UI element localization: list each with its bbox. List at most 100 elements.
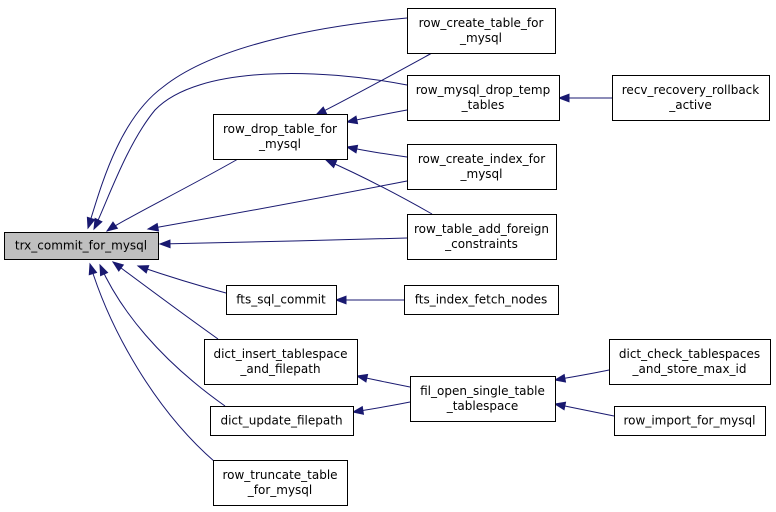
edge-row_import_for_mysql-to-fil_open_single_table_tablespace (553, 401, 615, 417)
node-row_drop_table_for_mysql[interactable]: row_drop_table_for_mysql (213, 114, 348, 160)
node-dict_check_tablespaces_and_store_max_id[interactable]: dict_check_tablespaces_and_store_max_id (609, 339, 771, 385)
arrowhead-icon (334, 295, 347, 305)
arrowhead-icon (324, 159, 338, 169)
node-box (407, 8, 556, 54)
edge-row_create_table_for_mysql-to-trx_commit_for_mysql (86, 17, 408, 230)
nodes-layer: trx_commit_for_mysqlrow_drop_table_for_m… (4, 8, 771, 506)
arrowhead-icon (99, 263, 109, 277)
node-label: row_truncate_table (222, 468, 337, 482)
edge-row_truncate_table_for_mysql-to-trx_commit_for_mysql (88, 262, 216, 463)
edge-fil_open_single_table_tablespace-to-dict_update_filepath (351, 401, 411, 415)
node-row_table_add_foreign_constraints[interactable]: row_table_add_foreign_constraints (407, 214, 557, 260)
node-row_truncate_table_for_mysql[interactable]: row_truncate_table_for_mysql (213, 460, 348, 506)
node-box (226, 285, 337, 315)
node-label: _tables (461, 98, 505, 112)
node-dict_insert_tablespace_and_filepath[interactable]: dict_insert_tablespace_and_filepath (204, 339, 358, 385)
node-label: dict_insert_tablespace (213, 347, 347, 361)
node-box (410, 376, 556, 422)
node-box (4, 232, 159, 260)
edge-fts_sql_commit-to-trx_commit_for_mysql (136, 265, 227, 294)
node-row_create_table_for_mysql[interactable]: row_create_table_for_mysql (407, 8, 556, 54)
edge-dict_insert_tablespace_and_filepath-to-trx_commit_for_mysql (111, 261, 219, 340)
edges-layer (86, 17, 615, 463)
node-box (407, 144, 557, 190)
node-label: fts_index_fetch_nodes (415, 293, 548, 307)
node-fts_index_fetch_nodes[interactable]: fts_index_fetch_nodes (404, 285, 559, 315)
edge-row_mysql_drop_temp_tables-to-trx_commit_for_mysql (93, 72, 408, 231)
node-label: _active (668, 98, 711, 112)
edge-row_create_index_for_mysql-to-trx_commit_for_mysql (146, 180, 408, 232)
node-dict_update_filepath[interactable]: dict_update_filepath (210, 406, 354, 436)
node-recv_recovery_rollback_active[interactable]: recv_recovery_rollback_active (612, 75, 770, 121)
arrowhead-icon (553, 401, 567, 411)
edge-line (106, 158, 239, 232)
node-label: _and_filepath (239, 362, 320, 376)
edge-recv_recovery_rollback_active-to-row_mysql_drop_temp_tables (557, 93, 612, 103)
node-label: recv_recovery_rollback (622, 83, 760, 97)
node-label: fil_open_single_table (420, 384, 545, 398)
node-label: dict_update_filepath (220, 414, 342, 428)
edge-row_mysql_drop_temp_tables-to-row_drop_table_for_mysql (345, 109, 408, 125)
node-label: _mysql (459, 31, 502, 45)
node-trx_commit_for_mysql[interactable]: trx_commit_for_mysql (4, 232, 159, 260)
edge-row_drop_table_for_mysql-to-trx_commit_for_mysql (105, 158, 239, 232)
node-label: _tablespace (446, 399, 519, 413)
arrowhead-icon (158, 239, 171, 249)
edge-dict_check_tablespaces_and_store_max_id-to-fil_open_single_table_tablespace (553, 369, 610, 383)
edge-fil_open_single_table_tablespace-to-dict_insert_tablespace_and_filepath (355, 373, 411, 388)
node-fil_open_single_table_tablespace[interactable]: fil_open_single_table_tablespace (410, 376, 556, 422)
node-label: fts_sql_commit (236, 293, 326, 307)
edge-row_table_add_foreign_constraints-to-trx_commit_for_mysql (158, 237, 408, 249)
edge-line (315, 52, 433, 116)
node-row_import_for_mysql[interactable]: row_import_for_mysql (614, 406, 766, 436)
node-box (614, 406, 766, 436)
node-box (609, 339, 771, 385)
arrowhead-icon (355, 373, 369, 383)
node-box (612, 75, 770, 121)
arrowhead-icon (136, 265, 150, 274)
arrowhead-icon (93, 217, 103, 231)
edge-line (99, 264, 226, 407)
edge-line (147, 180, 408, 230)
node-box (213, 114, 348, 160)
edge-row_table_add_foreign_constraints-to-row_drop_table_for_mysql (324, 159, 433, 215)
edge-line (112, 261, 219, 340)
arrowhead-icon (111, 261, 125, 272)
node-box (404, 285, 559, 315)
node-label: _for_mysql (247, 483, 313, 497)
node-label: _mysql (460, 167, 503, 181)
edge-row_create_index_for_mysql-to-row_drop_table_for_mysql (345, 144, 408, 158)
node-label: _mysql (258, 137, 301, 151)
node-box (407, 214, 557, 260)
arrowhead-icon (146, 222, 160, 232)
node-label: trx_commit_for_mysql (15, 239, 147, 253)
edge-line (93, 72, 408, 230)
node-fts_sql_commit[interactable]: fts_sql_commit (226, 285, 337, 315)
arrowhead-icon (105, 221, 119, 232)
edge-line (325, 159, 433, 215)
edge-fts_index_fetch_nodes-to-fts_sql_commit (334, 295, 405, 305)
node-label: row_create_index_for (418, 152, 545, 166)
node-label: _constraints (444, 237, 518, 251)
node-label: dict_check_tablespaces (619, 347, 760, 361)
edge-line (87, 17, 408, 229)
node-label: row_drop_table_for (223, 122, 337, 136)
arrowhead-icon (314, 106, 328, 116)
node-label: row_mysql_drop_temp (416, 83, 550, 97)
arrowhead-icon (557, 93, 570, 103)
arrowhead-icon (553, 373, 567, 383)
node-label: row_table_add_foreign (414, 222, 549, 236)
arrowhead-icon (345, 144, 359, 154)
arrowhead-icon (88, 262, 98, 276)
edge-line (137, 265, 227, 294)
node-row_create_index_for_mysql[interactable]: row_create_index_for_mysql (407, 144, 557, 190)
node-box (407, 75, 560, 121)
node-row_mysql_drop_temp_tables[interactable]: row_mysql_drop_temp_tables (407, 75, 560, 121)
node-box (213, 460, 348, 506)
node-box (210, 406, 354, 436)
arrowhead-icon (86, 216, 96, 230)
edge-line (89, 263, 216, 463)
node-box (204, 339, 358, 385)
